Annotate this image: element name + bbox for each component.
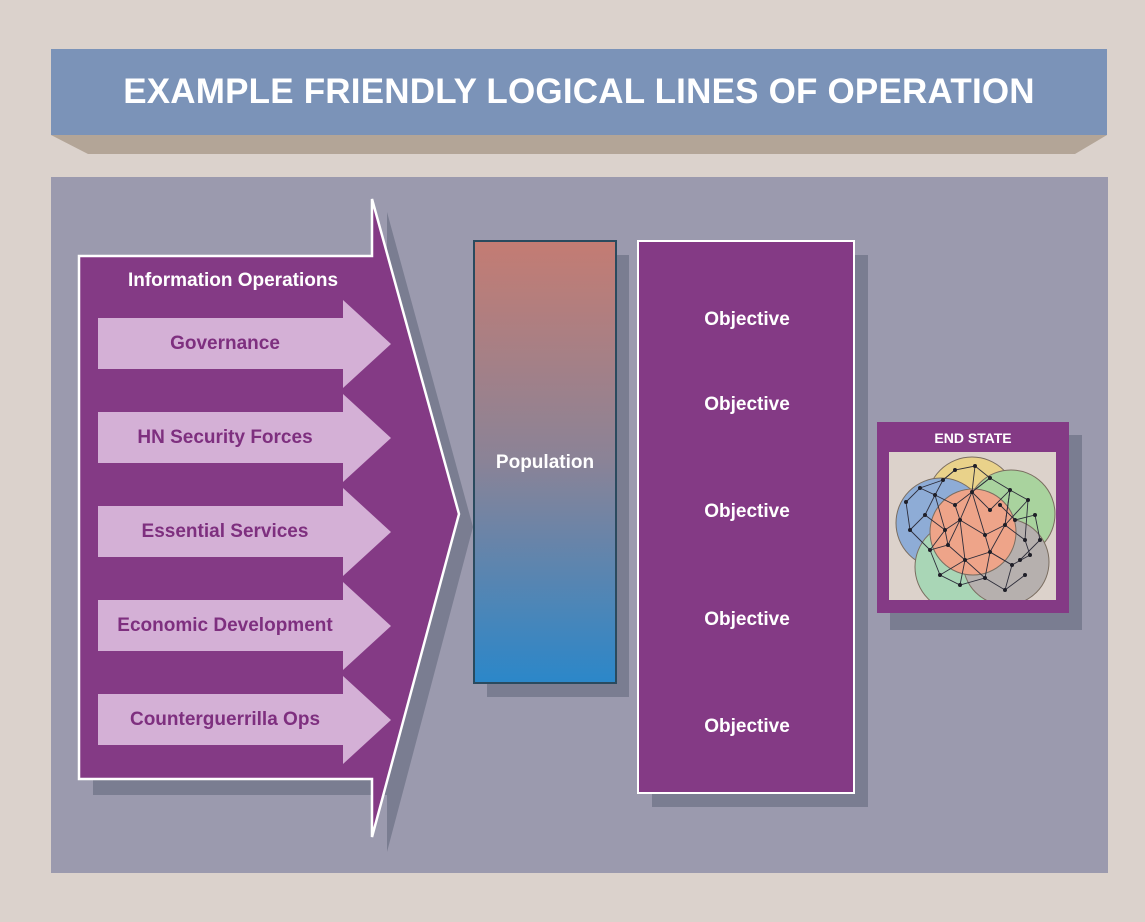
objective-label: Objective (704, 394, 790, 415)
arrow-hn-security-forces (98, 394, 391, 482)
network-circles-icon (895, 456, 1056, 600)
objective-label: Objective (704, 609, 790, 630)
population-label: Population (495, 452, 595, 473)
population-bar (473, 240, 617, 684)
line-label-counterguerrilla-ops: Counterguerrilla Ops (129, 709, 321, 730)
arrow-counterguerrilla-ops (98, 676, 391, 764)
line-label-governance: Governance (170, 333, 280, 354)
objective-label: Objective (704, 716, 790, 737)
arrow-governance (98, 300, 391, 388)
line-label-essential-services: Essential Services (141, 521, 309, 542)
information-operations-label: Information Operations (127, 270, 339, 291)
objective-label: Objective (704, 309, 790, 330)
objectives-box (637, 240, 855, 794)
arrow-essential-services (98, 488, 391, 576)
line-label-hn-security-forces: HN Security Forces (137, 427, 313, 448)
page-title: EXAMPLE FRIENDLY LOGICAL LINES OF OPERAT… (51, 49, 1107, 135)
line-label-economic-development: Economic Development (117, 615, 333, 636)
arrow-economic-development (98, 582, 391, 670)
objective-label: Objective (704, 501, 790, 522)
end-state-label: END STATE (934, 430, 1012, 446)
